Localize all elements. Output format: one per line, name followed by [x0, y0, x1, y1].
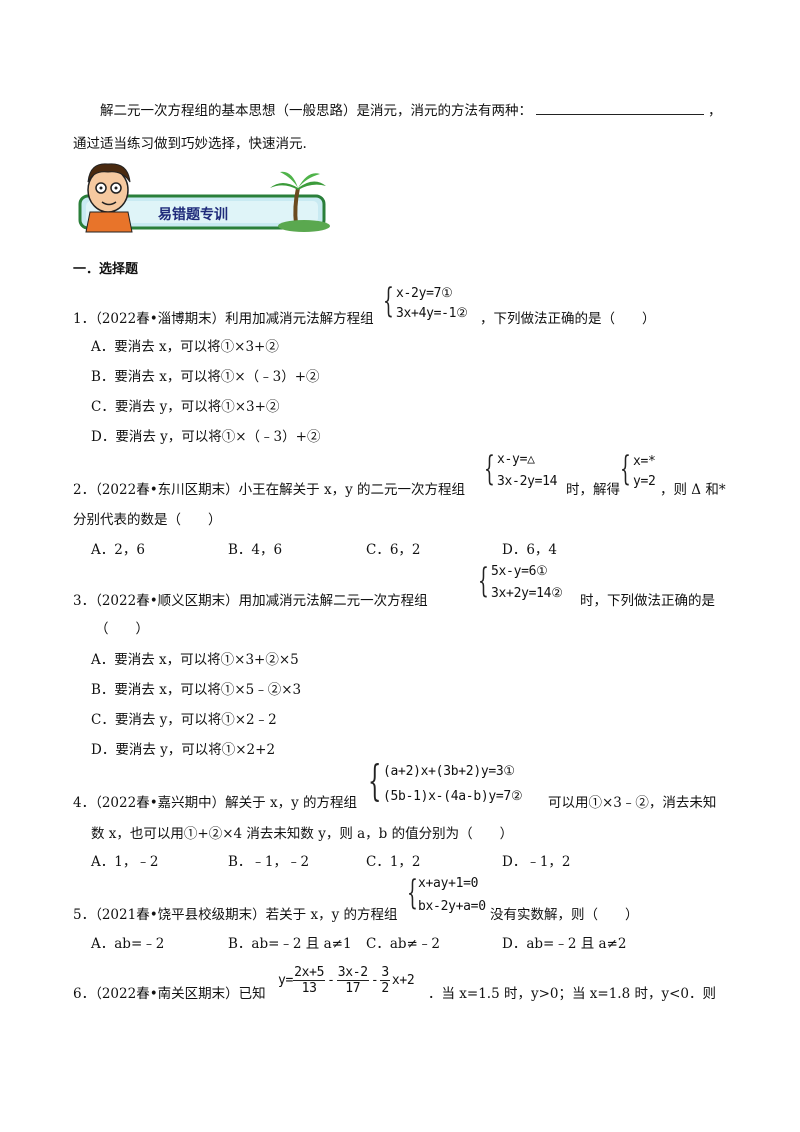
banner-title: 易错题专训 — [158, 207, 228, 223]
q1-brace: { — [383, 281, 394, 321]
q1-suffix: ，下列做法正确的是（ ） — [480, 311, 656, 327]
q1-option-a: A．要消去 x，可以将①×3+② — [91, 339, 279, 355]
q2-option-d: D．6，4 — [502, 542, 558, 558]
q5-suffix: 没有实数解，则（ ） — [490, 907, 639, 923]
q6-f2-num: 3x-2 — [336, 964, 369, 981]
q3-option-d: D．要消去 y，可以将①×2+2 — [91, 742, 276, 758]
q5-option-d: D．ab=﹣2 且 a≠2 — [502, 936, 627, 952]
q4-eq2: (5b-1)x-(4a-b)y=7② — [383, 789, 523, 804]
q2-line2: 分别代表的数是（ ） — [73, 512, 222, 528]
q3-eq1: 5x-y=6① — [491, 564, 548, 579]
intro-text-a: 解二元一次方程组的基本思想（一般思路）是消元，消元的方法有两种： — [100, 103, 532, 119]
q6-f3-num: 3 — [380, 964, 390, 981]
q2-mid: 时，解得 — [566, 482, 620, 498]
q2-eq2: 3x-2y=14 — [497, 474, 558, 489]
q4-option-b: B．﹣1，﹣2 — [228, 854, 310, 870]
q6-stem: 6．（2022春•南关区期末）已知 — [73, 986, 266, 1002]
q2-sol1: x=* — [633, 454, 656, 469]
q3-option-a: A．要消去 x，可以将①×3+②×5 — [91, 652, 299, 668]
q5-option-b: B．ab=﹣2 且 a≠1 — [228, 936, 352, 952]
section-heading: 一．选择题 — [73, 262, 139, 277]
section-banner: 易错题专训 — [72, 152, 332, 234]
q6-f2-den: 17 — [345, 980, 361, 996]
q2-option-b: B．4，6 — [228, 542, 283, 558]
q3-option-c: C．要消去 y，可以将①×2﹣2 — [91, 712, 277, 728]
intro-line-1: 解二元一次方程组的基本思想（一般思路）是消元，消元的方法有两种： ， — [100, 99, 722, 119]
q2-option-c: C．6，2 — [366, 542, 421, 558]
q4-stem: 4．（2022春•嘉兴期中）解关于 x，y 的方程组 — [73, 795, 357, 811]
q3-eq2: 3x+2y=14② — [491, 586, 563, 601]
q3-brace: { — [478, 561, 489, 601]
q5-eq1: x+ay+1=0 — [418, 876, 479, 891]
q5-stem: 5．（2021春•饶平县校级期末）若关于 x，y 的方程组 — [73, 907, 398, 923]
q3-option-b: B．要消去 x，可以将①×5﹣②×3 — [91, 682, 302, 698]
q1-eq2: 3x+4y=-1② — [396, 306, 468, 321]
q3-line2: （ ） — [95, 621, 149, 637]
q2-stem: 2．（2022春•东川区期末）小王在解关于 x，y 的二元一次方程组 — [73, 482, 465, 498]
q3-suffix: 时，下列做法正确的是 — [580, 593, 715, 609]
q3-stem: 3．（2022春•顺义区期末）用加减消元法解二元一次方程组 — [73, 593, 428, 609]
intro-line-2: 通过适当练习做到巧妙选择，快速消元. — [73, 136, 307, 152]
q6-f1-num: 2x+5 — [293, 964, 326, 981]
intro-text-b: ， — [708, 103, 722, 119]
q4-option-c: C．1，2 — [366, 854, 421, 870]
q2-suffix: ，则 Δ 和* — [660, 482, 726, 498]
q1-eq1: x-2y=7① — [396, 286, 453, 301]
answer-blank — [536, 102, 704, 115]
q6-minus-1: - — [327, 972, 335, 988]
q5-option-c: C．ab≠﹣2 — [366, 936, 440, 952]
q2-sol2: y=2 — [633, 474, 656, 489]
q6-f3-den: 2 — [381, 980, 389, 996]
q5-eq2: bx-2y+a=0 — [418, 899, 486, 914]
q2-sol-brace: { — [620, 449, 631, 489]
q4-suffix: 可以用①×3﹣②，消去未知 — [548, 795, 717, 811]
q4-eq1: (a+2)x+(3b+2)y=3① — [383, 764, 515, 779]
q1-option-b: B．要消去 x，可以将①×（﹣3）+② — [91, 369, 320, 385]
q1-option-c: C．要消去 y，可以将①×3+② — [91, 399, 280, 415]
q5-option-a: A．ab=﹣2 — [91, 936, 165, 952]
q2-option-a: A．2，6 — [91, 542, 145, 558]
q1-option-d: D．要消去 y，可以将①×（﹣3）+② — [91, 429, 321, 445]
q4-brace: { — [368, 756, 382, 805]
q6-tail: x+2 — [391, 972, 415, 988]
q4-line2: 数 x，也可以用①+②×4 消去未知数 y，则 a，b 的值分别为（ ） — [91, 826, 514, 842]
q6-minus-2: - — [370, 972, 379, 988]
banner-graphic — [78, 163, 330, 233]
q6-suffix: ．当 x=1.5 时，y>0；当 x=1.8 时，y<0．则 — [428, 986, 717, 1002]
q1-stem: 1．（2022春•淄博期末）利用加减消元法解方程组 — [73, 311, 374, 327]
q5-brace: { — [407, 873, 418, 913]
q2-eq1: x-y=△ — [497, 452, 535, 467]
q6-f1-den: 13 — [301, 980, 317, 996]
q2-brace: { — [484, 449, 495, 489]
q6-y-eq: y= — [278, 972, 294, 988]
q4-option-d: D．﹣1，2 — [502, 854, 571, 870]
q4-option-a: A．1，﹣2 — [91, 854, 159, 870]
